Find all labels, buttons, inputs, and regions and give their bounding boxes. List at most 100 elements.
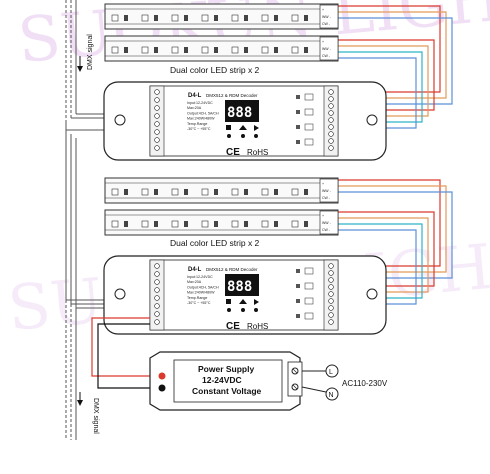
- decoder-bottom-channel-markers: [296, 267, 314, 320]
- spec-line: Temp.Range: [187, 122, 207, 126]
- channel-led: [296, 284, 300, 288]
- decoder-top-subtitle: DMX512 & RDM Decoder: [206, 93, 258, 98]
- led-chip: [171, 46, 179, 54]
- resistor-chip: [184, 221, 188, 227]
- led-chip: [291, 188, 299, 196]
- channel-indicator: [304, 138, 314, 146]
- resistor-chip: [154, 189, 158, 195]
- resistor-chip: [154, 47, 158, 53]
- screw-terminal: [154, 113, 160, 119]
- ps-negative-terminal: [158, 384, 166, 392]
- spec-line: Max:240W/480W: [187, 117, 215, 121]
- screw-terminal: [328, 298, 334, 304]
- ac-input: L N AC110-230V: [301, 364, 388, 401]
- decoder-bottom-buttons: [226, 299, 259, 312]
- ac-live-terminal: [325, 364, 339, 378]
- ps-label-line3: Constant Voltage: [192, 386, 262, 396]
- decoder-bottom-rohs-mark: RoHS: [247, 322, 268, 331]
- led-chip: [201, 220, 209, 228]
- channel-led: [296, 299, 300, 303]
- led-strip: + WW - CW -: [104, 177, 339, 204]
- spec-line: Temp.Range: [187, 296, 207, 300]
- strip-terminal-ww: WW -: [322, 47, 332, 51]
- strip-label-bottom: Dual color LED strip x 2: [170, 238, 260, 248]
- spec-line: -30°C ~ +55°C: [187, 301, 211, 305]
- channel-indicator: [304, 267, 314, 275]
- led-chip: [201, 46, 209, 54]
- screw-terminal: [154, 303, 160, 309]
- resistor-chip: [304, 15, 308, 21]
- led-chip: [141, 188, 149, 196]
- led-chip: [291, 220, 299, 228]
- channel-indicator: [304, 312, 314, 320]
- screw-terminal: [154, 137, 160, 143]
- channel-indicator: [304, 108, 314, 116]
- resistor-chip: [244, 189, 248, 195]
- led-strip-group-top: + WW - CW - + WW - CW -: [104, 3, 339, 62]
- resistor-chip: [274, 15, 278, 21]
- resistor-chip: [214, 15, 218, 21]
- decoder-bottom-input-terminals: [154, 263, 160, 325]
- led-chip: [231, 14, 239, 22]
- led-chip: [141, 220, 149, 228]
- decoder-button-next[interactable]: [254, 125, 259, 131]
- ac-neutral-label: N: [329, 392, 334, 399]
- decoder-top-display: [225, 100, 259, 122]
- ac-neutral-terminal: [325, 387, 339, 401]
- led-chip: [171, 188, 179, 196]
- resistor-chip: [244, 47, 248, 53]
- decoder-button-up[interactable]: [239, 125, 247, 130]
- decoder-bottom-subtitle: DMX512 & RDM Decoder: [206, 267, 258, 272]
- screw-terminal: [328, 284, 334, 290]
- led-chip: [111, 220, 119, 228]
- spec-line: Input:12-24VDC: [187, 275, 213, 279]
- strip-terminal-plus: +: [322, 8, 324, 12]
- led-chip: [201, 14, 209, 22]
- resistor-chip: [184, 15, 188, 21]
- dmx-signal-bottom-label: DMX signal: [92, 398, 99, 434]
- led-chip: [171, 220, 179, 228]
- decoder-top-input-terminals: [154, 89, 160, 151]
- resistor-chip: [244, 15, 248, 21]
- screw-terminal: [328, 145, 334, 151]
- led-strip: + WW - CW -: [104, 35, 339, 62]
- screw-terminal: [328, 277, 334, 283]
- spec-line: Output:4CH, 5A/CH: [187, 111, 219, 115]
- led-chip: [231, 188, 239, 196]
- power-supply: Power Supply 12-24VDC Constant Voltage: [149, 351, 303, 411]
- led-strip: + WW - CW -: [104, 209, 339, 236]
- led-chip: [141, 14, 149, 22]
- resistor-chip: [124, 189, 128, 195]
- resistor-chip: [214, 221, 218, 227]
- channel-indicator: [304, 297, 314, 305]
- decoder-button-next[interactable]: [254, 299, 259, 305]
- led-chip: [231, 46, 239, 54]
- screw-terminal: [154, 129, 160, 135]
- decoder-top-output-terminals: [328, 89, 334, 151]
- channel-led: [296, 269, 300, 273]
- decoder-bottom-display-digits: 888: [227, 279, 252, 295]
- led-chip: [141, 46, 149, 54]
- decoder-button-up[interactable]: [239, 299, 247, 304]
- channel-indicator: [304, 123, 314, 131]
- resistor-chip: [214, 189, 218, 195]
- channel-indicator: [304, 282, 314, 290]
- led-chip: [231, 220, 239, 228]
- ac-voltage-label: AC110-230V: [342, 379, 388, 388]
- decoder-top-rohs-mark: RoHS: [247, 148, 268, 157]
- resistor-chip: [154, 221, 158, 227]
- decoder-button-m[interactable]: [226, 125, 231, 130]
- decoder-top-display-digits: 888: [227, 105, 252, 121]
- resistor-chip: [214, 47, 218, 53]
- screw-terminal: [328, 138, 334, 144]
- resistor-chip: [304, 47, 308, 53]
- screw-terminal: [328, 110, 334, 116]
- led-chip: [201, 188, 209, 196]
- decoder-button-m[interactable]: [226, 299, 231, 304]
- strip-terminal-plus: +: [322, 40, 324, 44]
- channel-indicator: [304, 93, 314, 101]
- screw-terminal: [154, 89, 160, 95]
